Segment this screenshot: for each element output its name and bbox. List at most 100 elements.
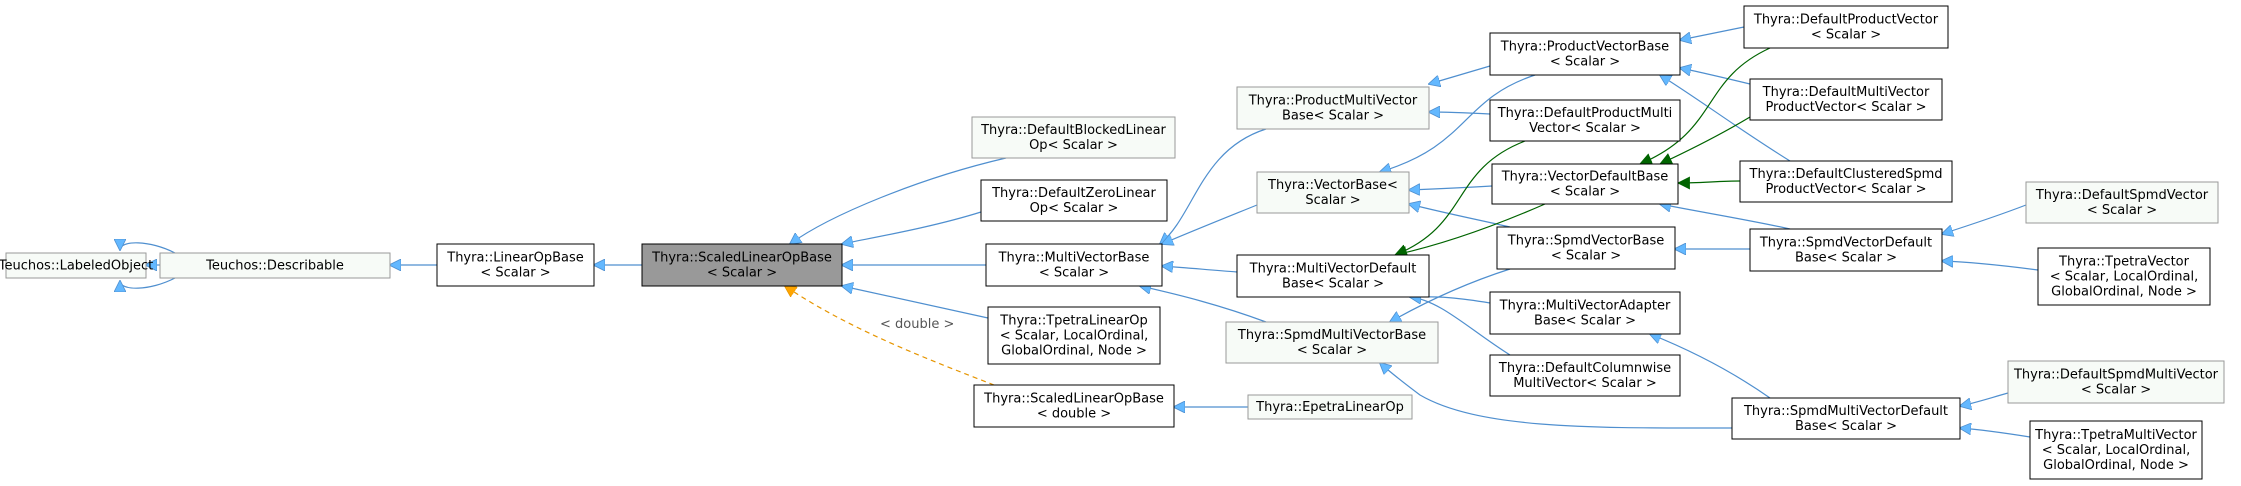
class-node-box: [1743, 5, 1949, 49]
class-node-tpetramv[interactable]: Thyra::TpetraMultiVector< Scalar, LocalO…: [2029, 420, 2203, 480]
class-node-label-line: Thyra::TpetraMultiVector: [2034, 428, 2197, 443]
class-node-label-line: Base< Scalar >: [1534, 314, 1636, 329]
edge-dpv-to-vdefault: [1639, 47, 1771, 166]
class-node-vdefault[interactable]: Thyra::VectorDefaultBase< Scalar >: [1491, 163, 1679, 205]
class-node-dspmdv[interactable]: Thyra::DefaultSpmdVector< Scalar >: [2025, 181, 2219, 224]
class-node-label-line: < Scalar, LocalOrdinal,: [2050, 270, 2198, 285]
class-node-label-line: Thyra::ScaledLinearOpBase: [983, 392, 1164, 407]
class-node-label-line: Thyra::DefaultZeroLinear: [991, 186, 1156, 201]
edge-tpetralo-to-scaled: [842, 286, 989, 319]
class-node-box: [1489, 99, 1681, 142]
class-node-box: [1749, 228, 1943, 272]
edge-dspmdv-to-spmdvdefault: [1942, 204, 2027, 234]
class-node-label-line: Base< Scalar >: [1795, 419, 1897, 434]
class-node-box: [1731, 397, 1961, 440]
class-node-box: [1489, 291, 1681, 335]
class-node-linearop[interactable]: Thyra::LinearOpBase< Scalar >: [436, 243, 595, 287]
class-node-label-line: Thyra::TpetraVector: [2058, 255, 2190, 270]
class-node-scaleddbl[interactable]: Thyra::ScaledLinearOpBase< double >: [973, 384, 1175, 428]
class-node-label-line: GlobalOrdinal, Node >: [1001, 344, 1147, 359]
class-node-label-line: Base< Scalar >: [1795, 251, 1897, 266]
class-node-label-line: GlobalOrdinal, Node >: [2043, 458, 2189, 473]
class-node-spmdvbase[interactable]: Thyra::SpmdVectorBase< Scalar >: [1496, 226, 1676, 270]
class-node-label-line: MultiVector< Scalar >: [1513, 376, 1657, 391]
class-node-label-line: Thyra::SpmdVectorDefault: [1759, 236, 1932, 251]
class-node-label-line: Thyra::LinearOpBase: [446, 251, 584, 266]
class-node-box: [2029, 420, 2203, 480]
class-node-label-line: Thyra::SpmdVectorBase: [1507, 234, 1664, 249]
class-node-label-line: < Scalar >: [480, 266, 550, 281]
class-node-box: [2025, 181, 2219, 224]
class-node-label-line: Thyra::VectorBase<: [1267, 178, 1398, 193]
edge-pvbase-to-pmvbase: [1429, 65, 1491, 84]
edge-dmvpv-to-pvbase: [1680, 68, 1751, 85]
class-node-label-line: Thyra::DefaultMultiVector: [1762, 85, 1930, 100]
class-node-mvbase[interactable]: Thyra::MultiVectorBase< Scalar >: [985, 243, 1163, 287]
class-node-vbase[interactable]: Thyra::VectorBase<Scalar >: [1256, 171, 1410, 214]
class-node-label-line: GlobalOrdinal, Node >: [2051, 285, 2197, 300]
edge-vdefault-to-mvdefault: [1393, 203, 1546, 259]
class-node-label-line: Scalar >: [1305, 193, 1360, 208]
class-node-dspmdmv[interactable]: Thyra::DefaultSpmdMultiVector< Scalar >: [2007, 360, 2225, 404]
class-node-label-line: < Scalar, LocalOrdinal,: [1000, 329, 1148, 344]
class-node-box: [1489, 32, 1681, 76]
class-node-label-line: < Scalar >: [1550, 55, 1620, 70]
class-node-box: [1225, 321, 1439, 364]
class-node-label-line: Base< Scalar >: [1282, 109, 1384, 124]
class-node-box: [1749, 78, 1943, 121]
class-node-labeled[interactable]: Teuchos::LabeledObject: [0, 252, 153, 279]
class-node-box: [1739, 160, 1953, 203]
class-node-dclustered[interactable]: Thyra::DefaultClusteredSpmdProductVector…: [1739, 160, 1953, 203]
class-node-label-line: Teuchos::LabeledObject: [0, 259, 153, 274]
edge-tpetrav-to-spmdvdefault: [1942, 261, 2039, 271]
edge-spmdmvbase-to-mvbase: [1140, 286, 1267, 323]
class-node-box: [1236, 86, 1430, 130]
class-node-label-line: Teuchos::Describable: [205, 259, 344, 274]
class-node-dpv[interactable]: Thyra::DefaultProductVector< Scalar >: [1743, 5, 1949, 49]
class-node-box: [641, 243, 843, 287]
class-node-label-line: Thyra::DefaultProductVector: [1753, 13, 1939, 28]
edge-dclustered-to-pvbase: [1660, 75, 1791, 162]
class-node-epetra[interactable]: Thyra::EpetraLinearOp: [1247, 394, 1413, 420]
edge-describable-to-labeled-loop-2: [120, 277, 176, 288]
edge-mvdefault-to-mvbase: [1162, 266, 1238, 272]
class-node-box: [159, 252, 391, 279]
edge-scaleddbl-to-scaled: [785, 286, 995, 386]
class-node-box: [985, 243, 1163, 287]
class-node-box: [1247, 394, 1413, 420]
class-node-label-line: Thyra::DefaultClusteredSpmd: [1749, 167, 1943, 182]
class-node-spmdmvbase[interactable]: Thyra::SpmdMultiVectorBase< Scalar >: [1225, 321, 1439, 364]
class-node-label-line: < Scalar >: [1297, 343, 1367, 358]
class-node-box: [2007, 360, 2225, 404]
class-node-pvbase[interactable]: Thyra::ProductVectorBase< Scalar >: [1489, 32, 1681, 76]
edge-spmdmvdefault-to-mvadapter: [1650, 334, 1771, 399]
edge-tpetramv-to-spmdmvdefault: [1960, 428, 2031, 438]
class-node-scaled[interactable]: Thyra::ScaledLinearOpBase< Scalar >: [641, 243, 843, 287]
edge-spmdmvdefault-to-spmdmvbase: [1380, 363, 1733, 429]
class-node-label-line: Op< Scalar >: [1030, 201, 1119, 216]
class-node-box: [2037, 247, 2211, 306]
edge-vbase-to-mvbase: [1162, 204, 1258, 244]
class-node-tpetralo[interactable]: Thyra::TpetraLinearOp< Scalar, LocalOrdi…: [987, 306, 1161, 365]
class-node-tpetrav[interactable]: Thyra::TpetraVector< Scalar, LocalOrdina…: [2037, 247, 2211, 306]
edge-vdefault-to-vbase: [1409, 186, 1493, 190]
class-node-box: [1236, 254, 1430, 298]
class-node-describable[interactable]: Teuchos::Describable: [159, 252, 391, 279]
class-node-label-line: Thyra::DefaultSpmdVector: [2035, 188, 2209, 203]
edge-dclustered-to-vdefault: [1676, 176, 1741, 190]
class-node-label-line: < Scalar >: [2087, 203, 2157, 218]
class-node-dmvpv[interactable]: Thyra::DefaultMultiVectorProductVector< …: [1749, 78, 1943, 121]
class-node-label-line: < double >: [1037, 407, 1111, 422]
class-node-label-line: Thyra::MultiVectorBase: [998, 251, 1150, 266]
class-node-label-line: < Scalar >: [1811, 28, 1881, 43]
